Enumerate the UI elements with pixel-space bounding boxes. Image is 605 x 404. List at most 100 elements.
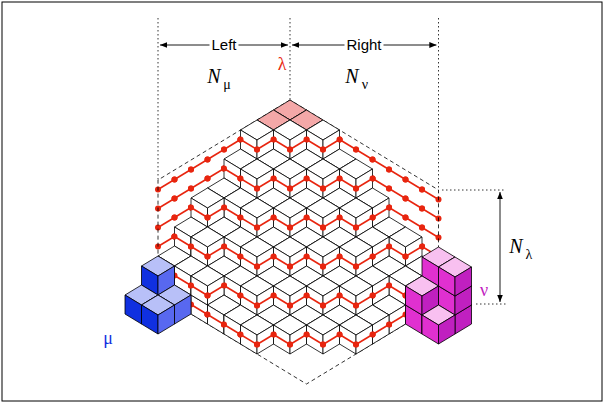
path-dot bbox=[287, 186, 293, 192]
path-dot bbox=[353, 147, 359, 153]
path-dot bbox=[386, 186, 392, 192]
path-dot bbox=[221, 147, 227, 153]
path-dot bbox=[238, 137, 244, 143]
path-dot bbox=[271, 137, 277, 143]
path-dot bbox=[386, 244, 392, 250]
path-dot bbox=[419, 244, 425, 250]
path-dot bbox=[205, 215, 211, 221]
path-dot bbox=[337, 215, 343, 221]
path-dot bbox=[254, 147, 260, 153]
path-dot bbox=[271, 215, 277, 221]
path-dot bbox=[337, 176, 343, 182]
path-dot bbox=[304, 215, 310, 221]
dotted-guide bbox=[290, 18, 291, 100]
path-dot bbox=[386, 205, 392, 211]
path-dot bbox=[304, 176, 310, 182]
path-dot bbox=[370, 176, 376, 182]
path-dot bbox=[172, 234, 178, 240]
path-dot bbox=[254, 225, 260, 231]
path-dot bbox=[254, 225, 260, 231]
dotted-guide bbox=[476, 304, 506, 305]
path-dot bbox=[238, 176, 244, 182]
path-dot bbox=[337, 176, 343, 182]
path-dot bbox=[337, 215, 343, 221]
path-dot bbox=[370, 254, 376, 260]
path-dot bbox=[419, 187, 425, 193]
path-dot bbox=[205, 157, 211, 163]
path-dot bbox=[304, 137, 310, 143]
path-dot bbox=[403, 254, 409, 260]
path-dot bbox=[304, 254, 310, 260]
path-dot bbox=[188, 244, 194, 250]
path-dot bbox=[271, 137, 277, 143]
path-dot bbox=[370, 215, 376, 221]
path-dot bbox=[254, 186, 260, 192]
path-dot bbox=[386, 244, 392, 250]
dashed-box bbox=[158, 100, 439, 384]
path-dot bbox=[188, 205, 194, 211]
path-dot bbox=[386, 186, 392, 192]
path-dot bbox=[386, 283, 392, 289]
path-dot bbox=[271, 254, 277, 260]
dotted-guide bbox=[438, 18, 439, 190]
path-dot bbox=[337, 215, 343, 221]
path-dot bbox=[386, 244, 392, 250]
path-dot bbox=[419, 206, 425, 212]
path-dot bbox=[403, 254, 409, 260]
path-dot bbox=[271, 137, 277, 143]
path-dot bbox=[238, 215, 244, 221]
path-dot bbox=[353, 186, 359, 192]
path-dot bbox=[238, 215, 244, 221]
path-dot bbox=[221, 205, 227, 211]
path-dot bbox=[172, 196, 178, 202]
path-dot bbox=[238, 176, 244, 182]
path-dot bbox=[172, 234, 178, 240]
path-dot bbox=[370, 215, 376, 221]
path-dot bbox=[271, 176, 277, 182]
path-dot bbox=[271, 215, 277, 221]
path-dot bbox=[221, 166, 227, 172]
path-dot bbox=[221, 166, 227, 172]
path-dot bbox=[403, 177, 409, 183]
path-dot bbox=[419, 187, 425, 193]
path-dot bbox=[386, 167, 392, 173]
box-outline bbox=[158, 100, 439, 384]
path-dot bbox=[205, 176, 211, 182]
path-dot bbox=[221, 244, 227, 250]
path-dot bbox=[271, 176, 277, 182]
path-dot bbox=[304, 137, 310, 143]
path-dot bbox=[221, 166, 227, 172]
path-dot bbox=[172, 196, 178, 202]
path-dot bbox=[221, 205, 227, 211]
path-dot bbox=[419, 225, 425, 231]
height-arrow bbox=[500, 192, 501, 302]
path-dot bbox=[287, 225, 293, 231]
path-dot bbox=[188, 205, 194, 211]
path-dot bbox=[304, 215, 310, 221]
path-dot bbox=[172, 177, 178, 183]
path-dot bbox=[370, 157, 376, 163]
path-dot bbox=[271, 215, 277, 221]
path-dot bbox=[271, 176, 277, 182]
path-dot bbox=[221, 205, 227, 211]
path-dot bbox=[386, 283, 392, 289]
path-dot bbox=[271, 215, 277, 221]
path-dot bbox=[337, 137, 343, 143]
path-dot bbox=[320, 147, 326, 153]
path-dot bbox=[337, 176, 343, 182]
path-dot bbox=[320, 147, 326, 153]
path-dot bbox=[287, 147, 293, 153]
path-dot bbox=[287, 186, 293, 192]
path-dot bbox=[238, 137, 244, 143]
cube-stack bbox=[125, 100, 472, 354]
path-dot bbox=[403, 215, 409, 221]
path-dot bbox=[304, 254, 310, 260]
path-dot bbox=[172, 215, 178, 221]
path-dot bbox=[337, 254, 343, 260]
path-dot bbox=[254, 147, 260, 153]
path-dot bbox=[386, 205, 392, 211]
path-dot bbox=[304, 176, 310, 182]
path-dot bbox=[337, 254, 343, 260]
path-dot bbox=[271, 137, 277, 143]
